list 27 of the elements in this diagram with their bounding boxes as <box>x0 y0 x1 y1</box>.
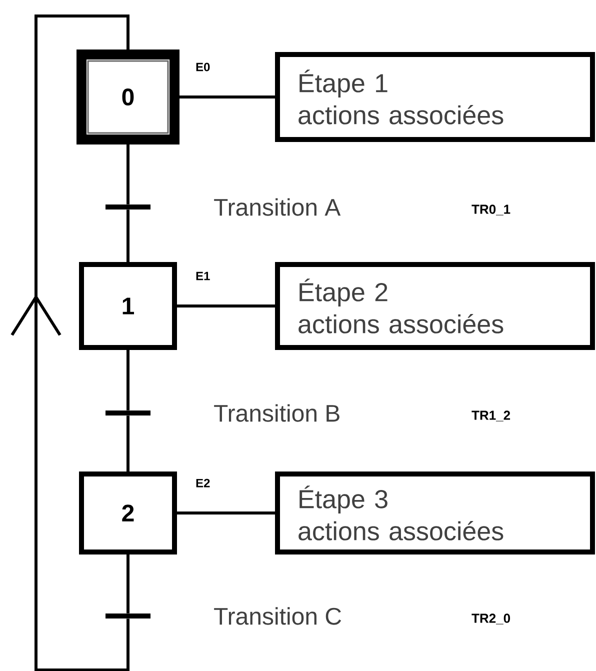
link-line <box>126 554 130 614</box>
action-box: Étape 2 actions associées <box>275 262 595 350</box>
transition-bar <box>106 204 150 210</box>
transition-condition: Transition C <box>214 607 342 625</box>
return-arrow <box>10 14 130 671</box>
step-label: E0 <box>196 62 210 72</box>
transition-bar <box>106 410 150 416</box>
connector-line <box>177 304 275 308</box>
transition-label: TR0_1 <box>472 204 510 216</box>
connector-line <box>177 96 275 98</box>
transition-bar <box>106 614 150 618</box>
initial-step-box: 0 <box>76 50 180 144</box>
link-line <box>126 210 130 262</box>
transition-label: TR2_0 <box>472 614 510 624</box>
action-box: Étape 1 actions associées <box>275 52 595 142</box>
step-label: E1 <box>196 272 210 280</box>
link-line <box>126 142 130 204</box>
step-label: E2 <box>196 478 210 488</box>
action-box: Étape 3 actions associées <box>275 472 595 554</box>
step-box: 2 <box>79 472 177 554</box>
transition-condition: Transition B <box>214 404 340 422</box>
transition-label: TR1_2 <box>472 410 510 422</box>
step-box: 1 <box>79 262 177 350</box>
transition-condition: Transition A <box>214 198 341 216</box>
link-line <box>126 416 130 472</box>
link-line <box>126 350 130 410</box>
connector-line <box>177 512 275 514</box>
